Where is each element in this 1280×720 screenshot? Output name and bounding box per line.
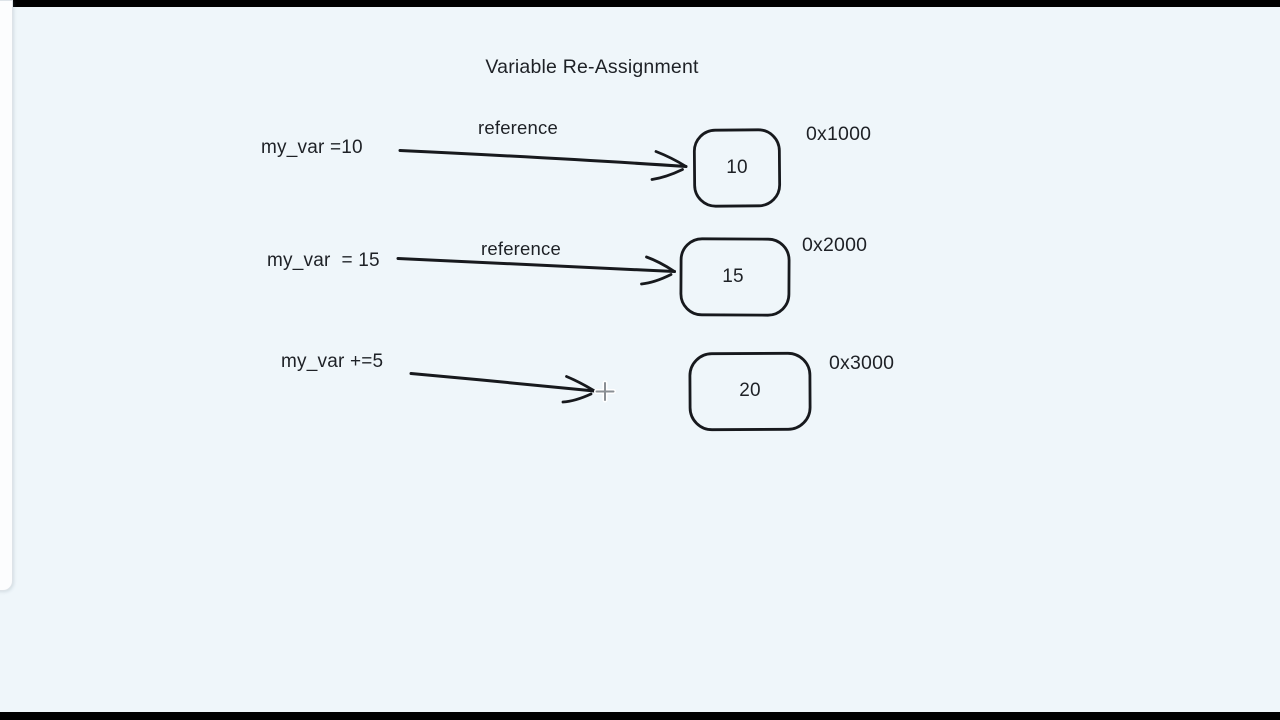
row2-address-label: 0x2000 (802, 234, 868, 256)
row2-memory-box (679, 237, 791, 317)
row3-memory-box (688, 351, 812, 432)
row2-box-value: 15 (722, 266, 744, 287)
row1-code-label: my_var =10 (261, 137, 363, 158)
row1-reference-arrow (398, 149, 688, 181)
row3-box-value: 20 (739, 380, 761, 401)
row3-code-label: my_var +=5 (281, 351, 384, 372)
row1-arrow-label: reference (478, 117, 558, 138)
crosshair-cursor (594, 380, 616, 403)
diagram-title: Variable Re-Assignment (485, 56, 699, 78)
row1-memory-box (692, 128, 782, 208)
row3-address-label: 0x3000 (829, 352, 895, 374)
letterbox-top (0, 0, 1280, 7)
row1-box-value: 10 (726, 157, 748, 178)
row1-address-label: 0x1000 (806, 123, 872, 145)
letterbox-bottom (0, 712, 1280, 720)
row3-arrow (409, 372, 596, 404)
left-panel-edge (0, 0, 13, 591)
row2-arrow-label: reference (481, 238, 561, 259)
row2-code-label: my_var = 15 (267, 250, 380, 271)
row2-reference-arrow (396, 255, 676, 286)
